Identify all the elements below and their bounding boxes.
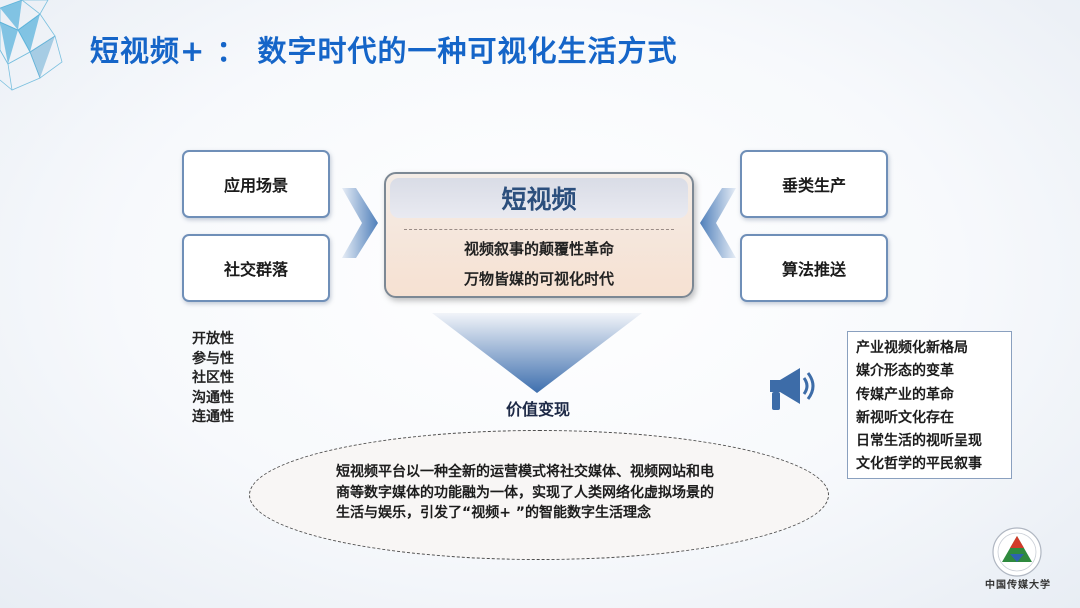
- list-item: 开放性: [192, 330, 234, 350]
- center-card-title: 短视频: [390, 178, 688, 218]
- center-card: 短视频 视频叙事的颠覆性革命 万物皆媒的可视化时代: [384, 172, 694, 298]
- university-name: 中国传媒大学: [978, 576, 1058, 591]
- list-item: 新视听文化存在: [856, 407, 1011, 430]
- center-line-2: 万物皆媒的可视化时代: [386, 268, 692, 289]
- divider: [404, 229, 674, 230]
- list-item: 日常生活的视听呈现: [856, 430, 1011, 453]
- list-item: 产业视频化新格局: [856, 337, 1011, 360]
- summary-line: 生活与娱乐，引发了“视频+ ”的智能数字生活理念: [336, 503, 766, 524]
- impact-list: 产业视频化新格局 媒介形态的变革 传媒产业的革命 新视听文化存在 日常生活的视听…: [847, 331, 1012, 479]
- list-item: 文化哲学的平民叙事: [856, 453, 1011, 476]
- slide-title: 短视频+ ： 数字时代的一种可视化生活方式: [90, 28, 678, 70]
- list-item: 社区性: [192, 369, 234, 389]
- value-realization-label: 价值变现: [488, 396, 588, 420]
- summary-line: 商等数字媒体的功能融为一体，实现了人类网络化虚拟场景的: [336, 483, 766, 504]
- summary-line: 短视频平台以一种全新的运营模式将社交媒体、视频网站和电: [336, 462, 766, 483]
- chevron-left-icon: [700, 188, 736, 258]
- box-label: 算法推送: [782, 256, 846, 280]
- traits-list: 开放性 参与性 社区性 沟通性 连通性: [192, 330, 234, 428]
- chevron-right-icon: [342, 188, 378, 258]
- box-vertical-production: 垂类生产: [740, 150, 888, 218]
- arrow-down-icon: [432, 313, 642, 393]
- summary-text: 短视频平台以一种全新的运营模式将社交媒体、视频网站和电 商等数字媒体的功能融为一…: [336, 462, 766, 524]
- list-item: 传媒产业的革命: [856, 384, 1011, 407]
- box-application-scenario: 应用场景: [182, 150, 330, 218]
- list-item: 沟通性: [192, 389, 234, 409]
- list-item: 连通性: [192, 408, 234, 428]
- box-label: 社交群落: [224, 256, 288, 280]
- box-social-community: 社交群落: [182, 234, 330, 302]
- megaphone-icon: [766, 364, 822, 414]
- list-item: 参与性: [192, 350, 234, 370]
- box-label: 垂类生产: [782, 172, 846, 196]
- box-algorithm-push: 算法推送: [740, 234, 888, 302]
- center-line-1: 视频叙事的颠覆性革命: [386, 238, 692, 259]
- list-item: 媒介形态的变革: [856, 360, 1011, 383]
- corner-network-decoration: [0, 0, 80, 100]
- box-label: 应用场景: [224, 172, 288, 196]
